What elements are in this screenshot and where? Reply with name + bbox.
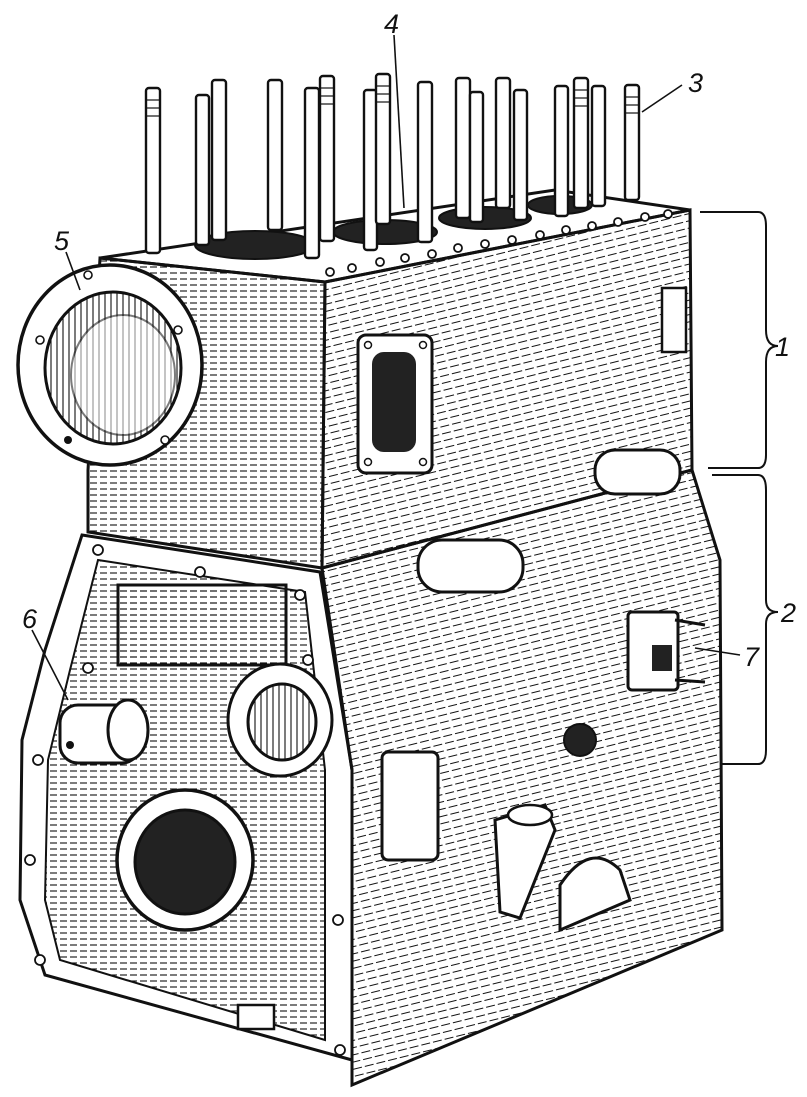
camshaft-bore bbox=[226, 662, 334, 778]
engine-mount bbox=[558, 856, 632, 933]
braces bbox=[700, 211, 779, 765]
crankcase-side-cover bbox=[380, 750, 440, 862]
cylinder-liner-ring bbox=[16, 263, 204, 467]
callout-label-2: 2 bbox=[780, 598, 796, 628]
side-cover-plate bbox=[356, 333, 434, 475]
callout-label-6: 6 bbox=[22, 604, 38, 634]
stud-threads bbox=[146, 85, 639, 117]
callout-label-3: 3 bbox=[688, 68, 703, 98]
callout-label-5: 5 bbox=[54, 226, 70, 256]
crankcase bbox=[18, 448, 724, 1088]
front-window bbox=[116, 583, 288, 667]
callout-label-4: 4 bbox=[384, 9, 399, 39]
callout-label-7: 7 bbox=[744, 642, 760, 672]
oil-pan-bolt bbox=[236, 1003, 276, 1031]
cam-cover-bosses bbox=[416, 448, 682, 594]
deck-holes bbox=[325, 209, 673, 277]
callout-leaders bbox=[31, 34, 741, 701]
end-plate-bolt-holes bbox=[24, 544, 346, 1056]
crankshaft-bore bbox=[115, 788, 255, 932]
oil-fitting bbox=[626, 610, 706, 692]
cylinder-head-studs bbox=[144, 72, 641, 260]
crankcase-right-face bbox=[320, 468, 724, 1088]
callout-label-1: 1 bbox=[775, 332, 790, 362]
front-shaft bbox=[58, 698, 150, 765]
drain-nut bbox=[563, 723, 597, 757]
inspection-window bbox=[660, 286, 688, 354]
